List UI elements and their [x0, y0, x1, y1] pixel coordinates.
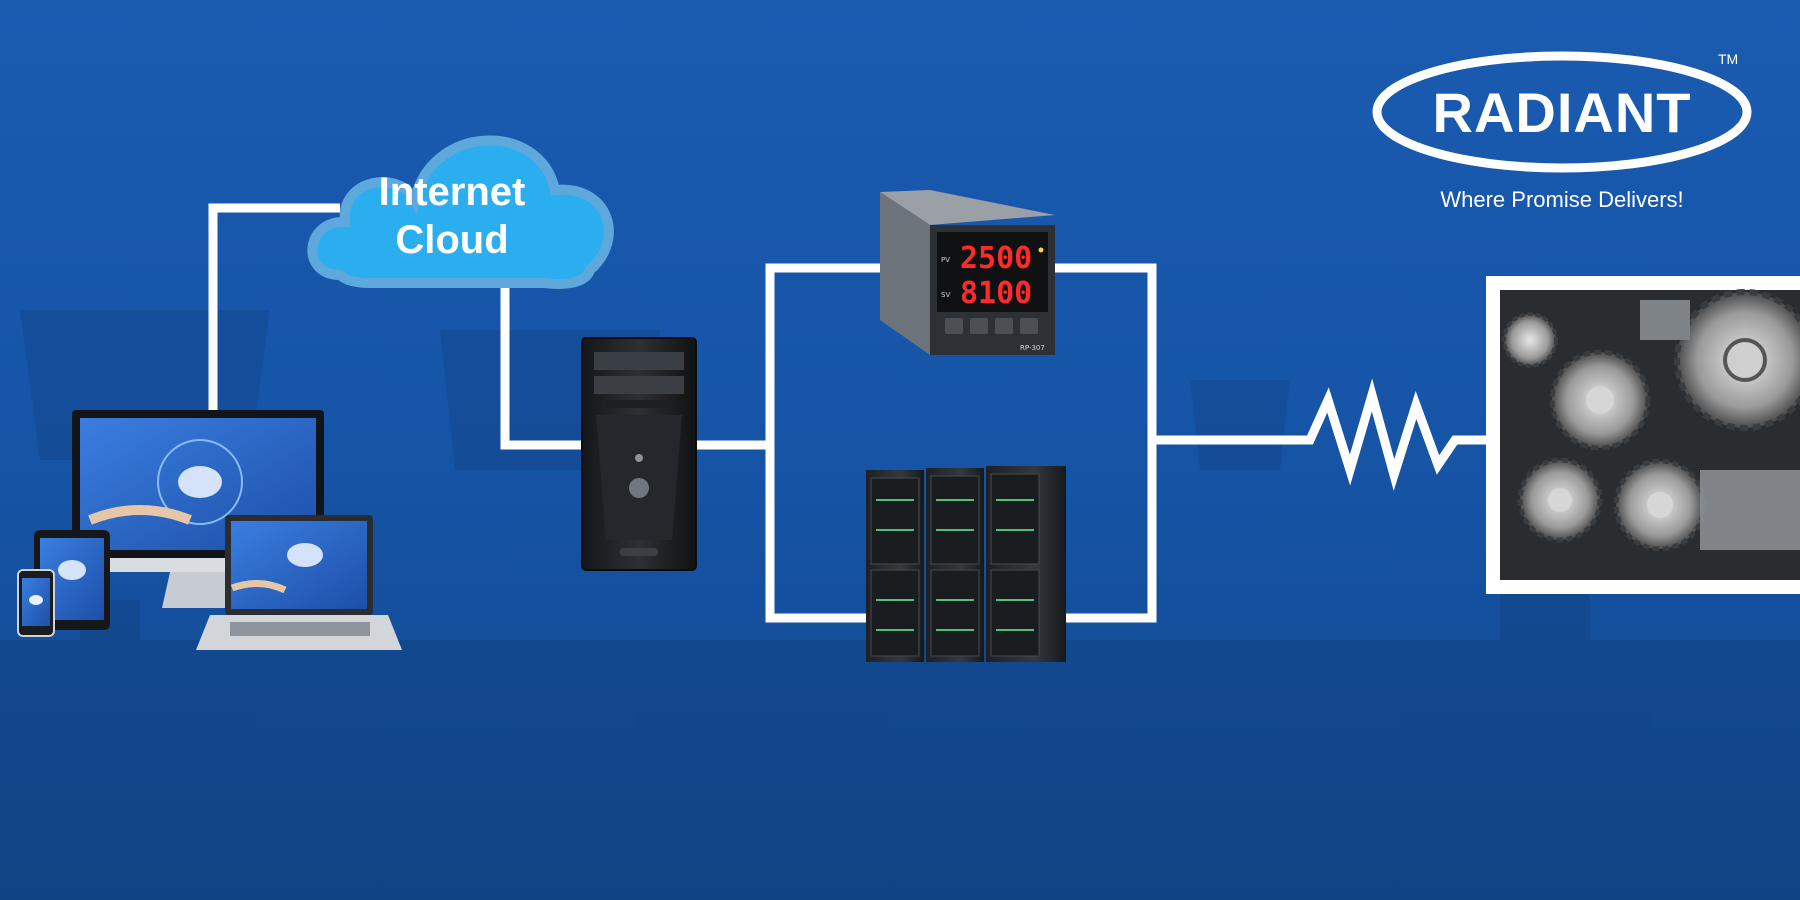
cloud-icon: Internet Cloud [307, 135, 614, 289]
cloud-label-line1: Internet [379, 170, 526, 214]
desktop-tower-icon [581, 337, 697, 571]
rack-3 [986, 466, 1066, 662]
phone [17, 569, 55, 637]
industrial-background [0, 310, 1800, 900]
laptop [196, 515, 402, 650]
cloud-label-line2: Cloud [395, 218, 508, 262]
wire-branch-loop-right [1055, 263, 1157, 623]
wire-branch-loop [765, 263, 880, 623]
wire-devices-to-cloud [208, 203, 340, 412]
sv-display: 8100 [960, 276, 1032, 311]
brand-tagline: Where Promise Delivers! [1440, 187, 1683, 212]
devices-icon [17, 410, 402, 650]
rack-2 [926, 468, 984, 662]
gears-icon [1486, 276, 1800, 594]
wire-cloud-to-desktop [500, 272, 582, 450]
resistor-icon [1290, 378, 1490, 491]
temperature-controller-icon: 2500 8100 PV SV RP-307 [880, 190, 1055, 355]
pv-display: 2500 [960, 241, 1032, 276]
sv-label: SV [941, 291, 950, 299]
brand-logo: RADIANT TM Where Promise Delivers! [1372, 51, 1752, 212]
pv-label: PV [941, 256, 950, 264]
controller-model: RP-307 [1020, 344, 1045, 352]
connection-wires [208, 203, 1490, 623]
server-rack-icon [866, 466, 1066, 662]
rack-1 [866, 470, 924, 662]
brand-name: RADIANT [1433, 81, 1692, 144]
brand-trademark: TM [1718, 51, 1738, 67]
